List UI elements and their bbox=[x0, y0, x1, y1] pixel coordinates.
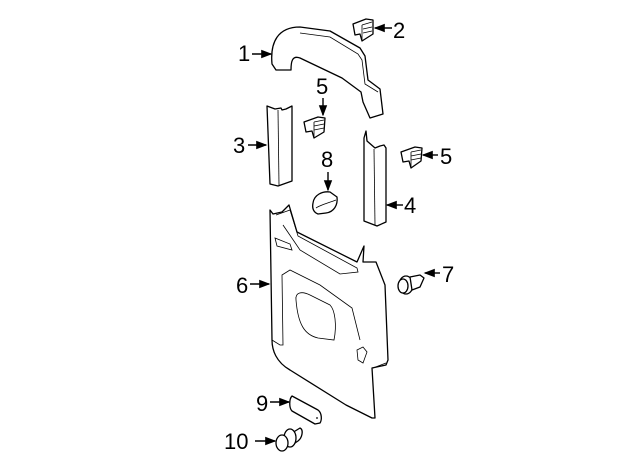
callout-5-right: 5 bbox=[440, 144, 452, 169]
part-2-clip bbox=[352, 18, 374, 42]
part-1-grab-handle bbox=[271, 26, 384, 119]
part-10-push-pin bbox=[275, 427, 303, 452]
callout-1: 1 bbox=[238, 41, 250, 66]
part-5-clip-right bbox=[400, 146, 423, 169]
part-3-pillar-trim bbox=[266, 105, 293, 187]
callout-9: 9 bbox=[256, 391, 268, 416]
callout-3: 3 bbox=[233, 133, 245, 158]
part-4-pillar-trim bbox=[363, 130, 387, 227]
part-7-fastener bbox=[397, 274, 425, 295]
part-5-clip-upper bbox=[303, 116, 326, 139]
callout-5-upper: 5 bbox=[316, 74, 328, 99]
callout-8: 8 bbox=[321, 147, 333, 172]
callout-4: 4 bbox=[404, 193, 416, 218]
part-8-cap bbox=[312, 191, 338, 215]
callout-2: 2 bbox=[393, 18, 405, 43]
callout-6: 6 bbox=[236, 273, 248, 298]
callout-10: 10 bbox=[224, 429, 248, 454]
callout-7: 7 bbox=[442, 262, 454, 287]
part-9-plate bbox=[289, 395, 322, 425]
part-6-quarter-trim-panel bbox=[269, 204, 389, 419]
